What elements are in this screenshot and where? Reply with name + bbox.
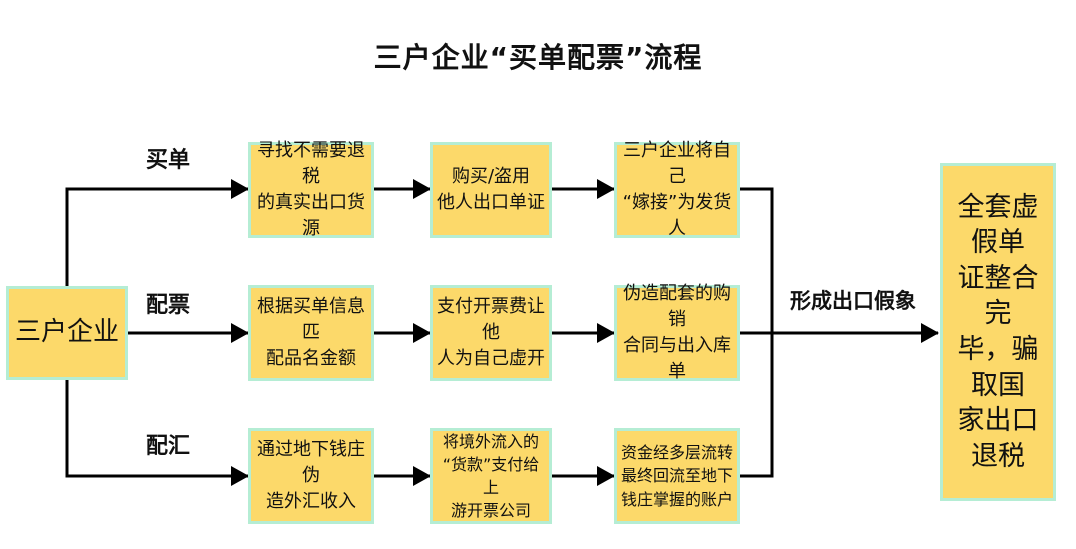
step-box-row3-col2: 将境外流入的“货款”支付给上游开票公司 [430, 428, 552, 524]
step-box-row3-col1: 通过地下钱庄伪造外汇收入 [248, 428, 374, 524]
source-label: 三户企业 [14, 317, 119, 348]
connector-source-to-row3 [65, 380, 249, 486]
step-box-row2-col3: 伪造配套的购销合同与出入库单 [614, 283, 740, 382]
step-box-row2-col2: 支付开票费让他人为自己虚开 [430, 285, 552, 381]
step-box-row1-col2: 购买/盗用他人出口单证 [430, 142, 552, 238]
row-label-buy: 买单 [146, 148, 191, 173]
connector-source-to-row1 [65, 179, 249, 286]
connector-merge-top [740, 187, 774, 333]
step-box-row3-col3: 资金经多层流转最终回流至地下钱庄掌握的账户 [614, 428, 740, 524]
diagram-title: 三户企业“买单配票”流程 [373, 41, 703, 74]
row-label-forex: 配汇 [146, 434, 191, 459]
source-box: 三户企业 [6, 286, 128, 380]
step-box-row1-col1: 寻找不需要退税的真实出口货源 [248, 140, 374, 239]
step-box-row1-col3: 三户企业将自己“嫁接”为发货人 [614, 140, 740, 239]
step-box-row2-col1: 根据买单信息匹配品名金额 [248, 285, 374, 381]
row-label-invoice: 配票 [146, 293, 191, 318]
connector-merge-bottom [740, 333, 774, 478]
final-box: 全套虚假单 证整合完 毕，骗取国 家出口退税 [940, 163, 1056, 501]
result-label: 形成出口假象 [790, 289, 916, 313]
